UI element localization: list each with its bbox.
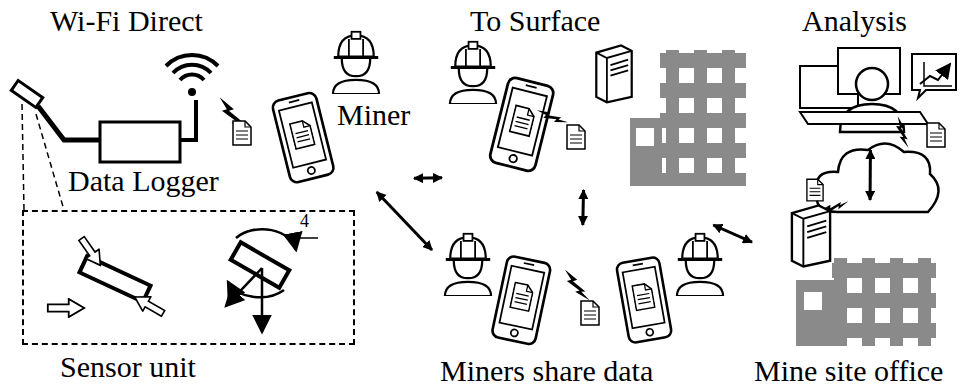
group-label: Data Logger [68,164,219,197]
data-logger [11,55,253,162]
group-label: To Surface [470,4,600,37]
miner-icon [333,32,379,94]
surface-group: To Surface [442,2,747,190]
analyst [800,48,956,148]
column-title: Wi-Fi Direct [50,4,203,37]
group-label: Analysis [802,4,907,37]
group-label: Miners share data [440,354,653,387]
building [660,50,746,186]
leader-line [22,104,64,210]
group-label: Miner [337,98,410,131]
analysis-group: Analysis [790,2,966,150]
double-arrow [414,176,442,180]
logger-group: Data Logger [62,100,262,202]
double-arrow [377,192,432,250]
group-label: Sensor unit [60,350,196,383]
miner-group: Miner [265,40,414,192]
sensor-figure [48,229,318,332]
double-arrow [581,190,585,225]
symbol-label: 4 [300,212,309,232]
share-group: Miners share data [432,225,722,392]
double-arrow [713,225,752,242]
double-arrow [869,150,872,200]
group-label: Mine site office [754,354,943,387]
cloud [817,143,939,212]
office-group: Mine site office [752,200,969,392]
